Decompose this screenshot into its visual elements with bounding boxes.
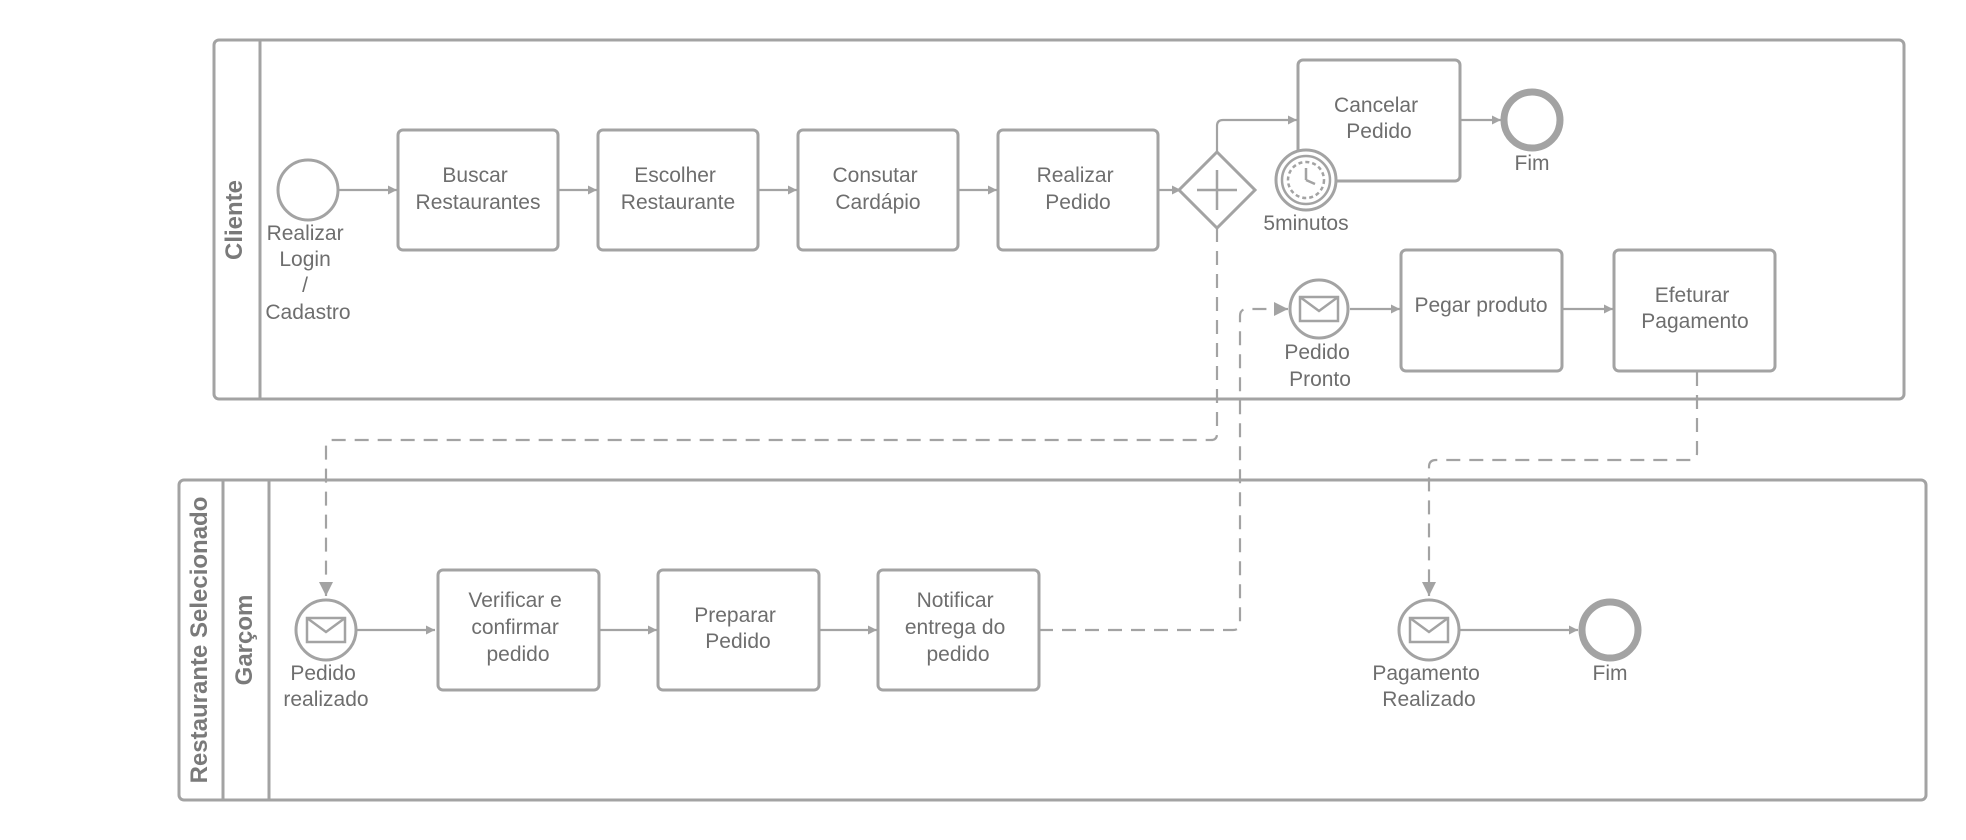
task-cancelar-pedido[interactable]: Cancelar Pedido (1296, 58, 1462, 183)
task-notificar-entrega[interactable]: Notificar entrega do pedido (876, 568, 1041, 692)
pool-restaurante: Restaurante Selecionado Garçom (177, 478, 1928, 802)
message-event-pedido-pronto[interactable] (1288, 278, 1350, 340)
task-consultar-label: Consutar Cardápio (832, 164, 923, 214)
end-event-cliente-label: Fim (1515, 152, 1550, 175)
message-flows (319, 228, 1699, 632)
message-event-pagamento-label: Pagamento Realizado (1372, 662, 1485, 711)
task-consultar-cardapio[interactable]: Consutar Cardápio (796, 128, 960, 252)
task-notificar-label: Notificar entrega do pedido (905, 589, 1011, 666)
pool-cliente: Cliente (212, 38, 1906, 401)
task-efetuar-label: Efeturar Pagamento (1641, 284, 1748, 333)
message-event-pedido-realizado[interactable] (294, 598, 358, 662)
task-pegar-produto[interactable]: Pegar produto (1399, 248, 1564, 373)
start-event-login[interactable] (276, 158, 340, 222)
task-efetuar-pagamento[interactable]: Efeturar Pagamento (1612, 248, 1777, 373)
pool-cliente-title: Cliente (221, 180, 248, 260)
envelope-icon (305, 616, 347, 644)
task-escolher-restaurante[interactable]: Escolher Restaurante (596, 128, 760, 252)
task-realizar-label: Realizar Pedido (1037, 164, 1120, 214)
message-event-realizado-label: Pedido realizado (283, 662, 368, 711)
parallel-gateway[interactable] (1176, 149, 1258, 231)
task-verificar-confirmar[interactable]: Verificar e confirmar pedido (436, 568, 601, 692)
message-event-pagamento-realizado[interactable] (1397, 598, 1461, 662)
message-event-pronto-label: Pedido Pronto (1284, 341, 1355, 391)
task-buscar-restaurantes[interactable]: Buscar Restaurantes (396, 128, 560, 252)
end-event-cliente[interactable] (1500, 88, 1564, 152)
start-event-label: Realizar Login / Cadastro (265, 222, 350, 324)
task-preparar-label: Preparar Pedido (694, 604, 782, 653)
task-escolher-label: Escolher Restaurante (621, 164, 735, 214)
timer-boundary-event[interactable] (1274, 148, 1338, 212)
task-verificar-label: Verificar e confirmar pedido (468, 589, 567, 666)
task-buscar-label: Buscar Restaurantes (416, 164, 541, 214)
task-cancelar-label: Cancelar Pedido (1334, 94, 1424, 143)
lane-garcom-title: Garçom (231, 595, 258, 686)
envelope-icon (1408, 616, 1450, 644)
timer-event-label: 5minutos (1263, 212, 1348, 235)
task-preparar-pedido[interactable]: Preparar Pedido (656, 568, 821, 692)
end-event-garcom-label: Fim (1593, 662, 1628, 685)
clock-icon (1286, 160, 1326, 200)
task-realizar-pedido[interactable]: Realizar Pedido (996, 128, 1160, 252)
sequence-flows-cliente (339, 115, 1613, 314)
envelope-icon (1298, 295, 1340, 323)
end-event-garcom[interactable] (1578, 598, 1642, 662)
pool-restaurante-title: Restaurante Selecionado (186, 497, 213, 784)
task-pegar-label: Pegar produto (1414, 294, 1547, 317)
